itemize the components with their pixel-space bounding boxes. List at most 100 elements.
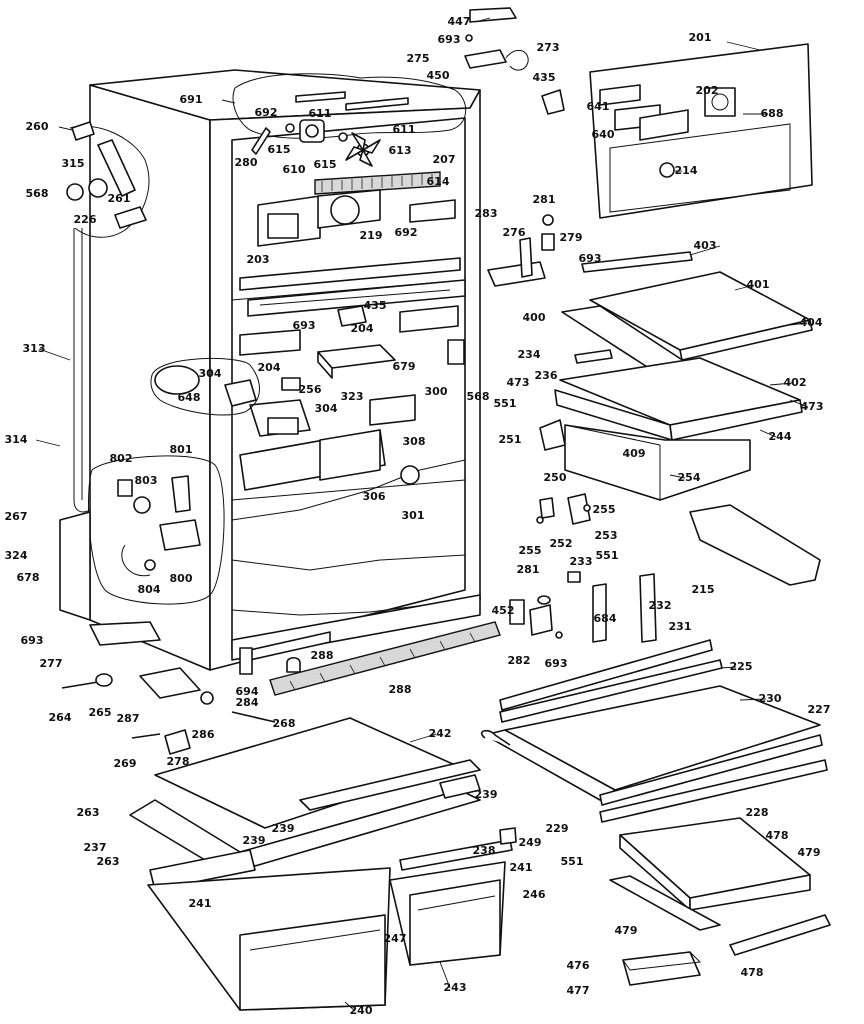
part-label-304: 304 bbox=[199, 367, 222, 380]
part-label-802: 802 bbox=[110, 452, 133, 465]
part-label-324: 324 bbox=[5, 549, 28, 562]
part-label-268: 268 bbox=[273, 717, 296, 730]
part-label-568: 568 bbox=[467, 390, 490, 403]
part-label-447: 447 bbox=[448, 15, 471, 28]
part-label-610: 610 bbox=[283, 163, 306, 176]
part-label-479: 479 bbox=[798, 846, 821, 859]
part-label-684: 684 bbox=[594, 612, 617, 625]
part-label-280: 280 bbox=[235, 156, 258, 169]
part-label-679: 679 bbox=[393, 360, 416, 373]
crisper-shelf-right bbox=[480, 639, 828, 823]
part-label-251: 251 bbox=[499, 433, 522, 446]
part-label-452: 452 bbox=[492, 604, 515, 617]
part-label-611: 611 bbox=[309, 107, 332, 120]
part-label-239: 239 bbox=[243, 834, 266, 847]
part-label-678: 678 bbox=[17, 571, 40, 584]
part-label-288: 288 bbox=[311, 649, 334, 662]
part-label-232: 232 bbox=[649, 599, 672, 612]
part-label-640: 640 bbox=[592, 128, 615, 141]
part-label-409: 409 bbox=[623, 447, 646, 460]
meat-drawer bbox=[609, 817, 831, 986]
part-label-207: 207 bbox=[433, 153, 456, 166]
part-label-246: 246 bbox=[523, 888, 546, 901]
part-label-804: 804 bbox=[138, 583, 161, 596]
part-label-255: 255 bbox=[593, 503, 616, 516]
part-label-239: 239 bbox=[272, 822, 295, 835]
part-label-300: 300 bbox=[425, 385, 448, 398]
part-label-308: 308 bbox=[403, 435, 426, 448]
part-label-201: 201 bbox=[689, 31, 712, 44]
part-label-204: 204 bbox=[258, 361, 281, 374]
part-label-269: 269 bbox=[114, 757, 137, 770]
part-label-229: 229 bbox=[546, 822, 569, 835]
part-label-241: 241 bbox=[510, 861, 533, 874]
part-label-240: 240 bbox=[350, 1004, 373, 1017]
part-label-691: 691 bbox=[180, 93, 203, 106]
part-label-273: 273 bbox=[537, 41, 560, 54]
part-number-callouts: 4476932754502734352012026416886402146916… bbox=[5, 15, 831, 1017]
part-label-276: 276 bbox=[503, 226, 526, 239]
part-label-267: 267 bbox=[5, 510, 28, 523]
evaporator-fan-assembly bbox=[251, 91, 456, 247]
shelves-right bbox=[539, 251, 821, 586]
part-label-279: 279 bbox=[560, 231, 583, 244]
part-label-243: 243 bbox=[444, 981, 467, 994]
part-label-278: 278 bbox=[167, 755, 190, 768]
part-label-204: 204 bbox=[351, 322, 374, 335]
part-label-214: 214 bbox=[675, 164, 698, 177]
part-label-253: 253 bbox=[595, 529, 618, 542]
part-label-202: 202 bbox=[696, 84, 719, 97]
part-label-263: 263 bbox=[77, 806, 100, 819]
part-label-435: 435 bbox=[364, 299, 387, 312]
part-label-233: 233 bbox=[570, 555, 593, 568]
part-label-288: 288 bbox=[389, 683, 412, 696]
part-label-264: 264 bbox=[49, 711, 72, 724]
part-label-265: 265 bbox=[89, 706, 112, 719]
part-label-314: 314 bbox=[5, 433, 28, 446]
part-label-250: 250 bbox=[544, 471, 567, 484]
part-label-404: 404 bbox=[800, 316, 823, 329]
cabinet-liner bbox=[89, 69, 481, 671]
part-label-230: 230 bbox=[759, 692, 782, 705]
part-label-693: 693 bbox=[21, 634, 44, 647]
part-label-260: 260 bbox=[26, 120, 49, 133]
part-label-613: 613 bbox=[389, 144, 412, 157]
part-label-301: 301 bbox=[402, 509, 425, 522]
part-label-234: 234 bbox=[518, 348, 541, 361]
part-label-435: 435 bbox=[533, 71, 556, 84]
part-label-476: 476 bbox=[567, 959, 590, 972]
part-label-304: 304 bbox=[315, 402, 338, 415]
part-label-249: 249 bbox=[519, 836, 542, 849]
part-label-275: 275 bbox=[407, 52, 430, 65]
part-label-323: 323 bbox=[341, 390, 364, 403]
part-label-281: 281 bbox=[533, 193, 556, 206]
part-label-611: 611 bbox=[393, 123, 416, 136]
part-label-551: 551 bbox=[561, 855, 584, 868]
part-label-255: 255 bbox=[519, 544, 542, 557]
part-label-261: 261 bbox=[108, 192, 131, 205]
part-label-239: 239 bbox=[475, 788, 498, 801]
part-label-242: 242 bbox=[429, 727, 452, 740]
part-label-568: 568 bbox=[26, 187, 49, 200]
part-label-286: 286 bbox=[192, 728, 215, 741]
part-label-282: 282 bbox=[508, 654, 531, 667]
part-label-401: 401 bbox=[747, 278, 770, 291]
part-label-403: 403 bbox=[694, 239, 717, 252]
part-label-203: 203 bbox=[247, 253, 270, 266]
part-label-692: 692 bbox=[255, 106, 278, 119]
part-label-244: 244 bbox=[769, 430, 792, 443]
part-label-219: 219 bbox=[360, 229, 383, 242]
part-label-215: 215 bbox=[692, 583, 715, 596]
part-label-238: 238 bbox=[473, 844, 496, 857]
hinge-assembly bbox=[487, 214, 555, 287]
part-label-237: 237 bbox=[84, 841, 107, 854]
part-label-247: 247 bbox=[384, 932, 407, 945]
part-label-315: 315 bbox=[62, 157, 85, 170]
part-label-277: 277 bbox=[40, 657, 63, 670]
part-label-800: 800 bbox=[170, 572, 193, 585]
crisper-drawers bbox=[147, 861, 506, 1011]
part-label-693: 693 bbox=[545, 657, 568, 670]
part-label-692: 692 bbox=[395, 226, 418, 239]
part-label-313: 313 bbox=[23, 342, 46, 355]
